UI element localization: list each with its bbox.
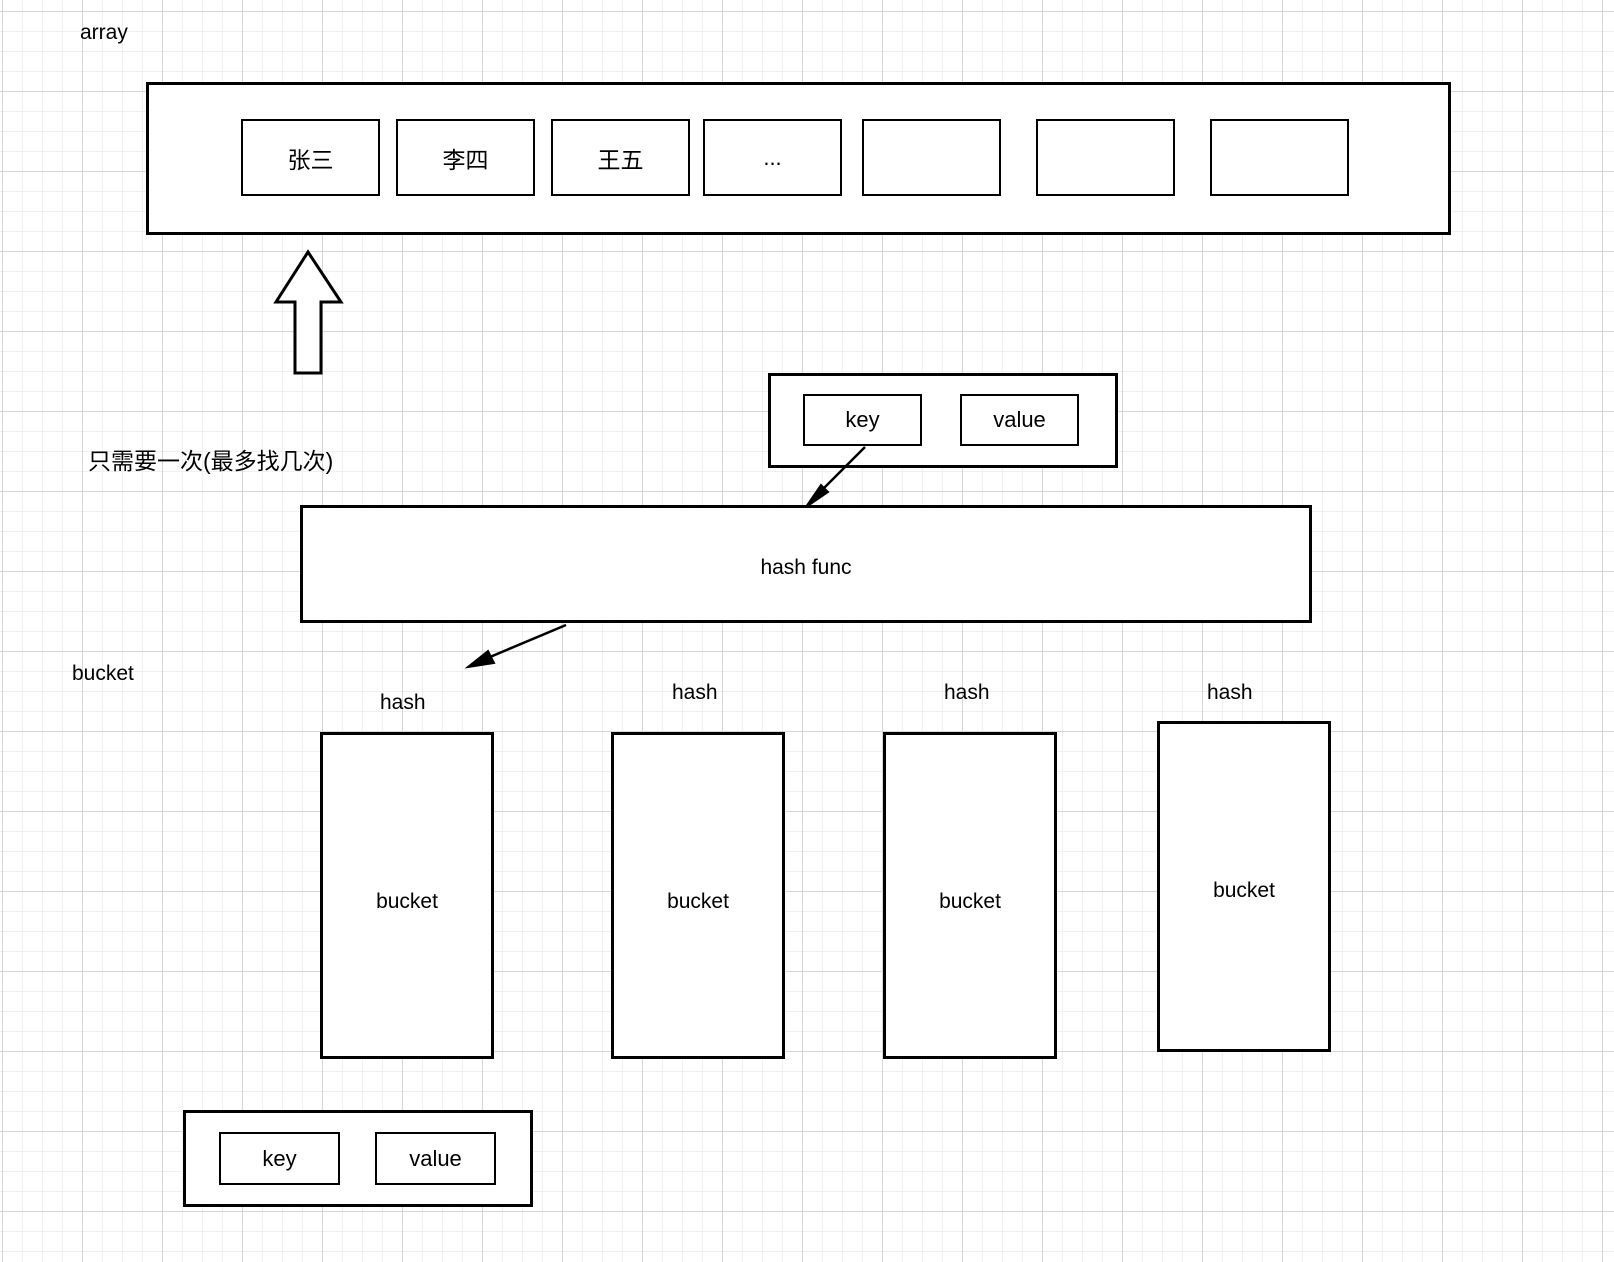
kv-bottom-value-box[interactable]: value — [375, 1132, 496, 1185]
array-cell-3-label: ... — [763, 144, 782, 170]
bucket-1-label: bucket — [667, 890, 729, 913]
kv-top-key-label: key — [845, 407, 880, 432]
bucket-2-hash-label: hash — [944, 681, 990, 704]
array-label: array — [80, 21, 128, 44]
kv-bottom-key-label: key — [262, 1145, 297, 1171]
bucket-1[interactable]: bucket — [611, 732, 785, 1059]
bucket-0[interactable]: bucket — [320, 732, 494, 1059]
hash-func-label: hash func — [760, 556, 852, 579]
bucket-3[interactable]: bucket — [1157, 721, 1331, 1052]
array-cell-2-label: 王五 — [597, 146, 644, 173]
array-cell-5[interactable] — [1036, 119, 1175, 196]
arrow-key-to-hashfunc-head — [805, 483, 830, 508]
bucket-2[interactable]: bucket — [883, 732, 1057, 1059]
up-arrow-outline — [273, 249, 344, 375]
array-cell-3[interactable]: ... — [703, 119, 842, 196]
array-cell-2[interactable]: 王五 — [551, 119, 690, 196]
array-cell-0-label: 张三 — [287, 146, 334, 173]
bucket-0-hash-label: hash — [380, 691, 426, 714]
array-cell-6[interactable] — [1210, 119, 1349, 196]
kv-top-key-box[interactable]: key — [803, 394, 922, 446]
kv-bottom-value-label: value — [409, 1145, 462, 1171]
arrow-hashfunc-to-bucket-head — [464, 649, 496, 669]
kv-top-value-box[interactable]: value — [960, 394, 1079, 446]
bucket-3-label: bucket — [1213, 879, 1275, 902]
note-label-cn: 只需要一次(最多找几次) — [88, 448, 334, 474]
bucket-group-label: bucket — [72, 662, 134, 685]
bucket-1-hash-label: hash — [672, 681, 718, 704]
kv-bottom-key-box[interactable]: key — [219, 1132, 340, 1185]
array-cell-0[interactable]: 张三 — [241, 119, 380, 196]
array-cell-4[interactable] — [862, 119, 1001, 196]
hash-func-box[interactable]: hash func — [300, 505, 1312, 623]
bucket-2-label: bucket — [939, 890, 1001, 913]
bucket-3-hash-label: hash — [1207, 681, 1253, 704]
array-cell-1-label: 李四 — [442, 146, 489, 173]
bucket-0-label: bucket — [376, 890, 438, 913]
array-cell-1[interactable]: 李四 — [396, 119, 535, 196]
arrow-hashfunc-to-bucket-line — [477, 623, 567, 664]
kv-top-value-label: value — [993, 407, 1046, 432]
